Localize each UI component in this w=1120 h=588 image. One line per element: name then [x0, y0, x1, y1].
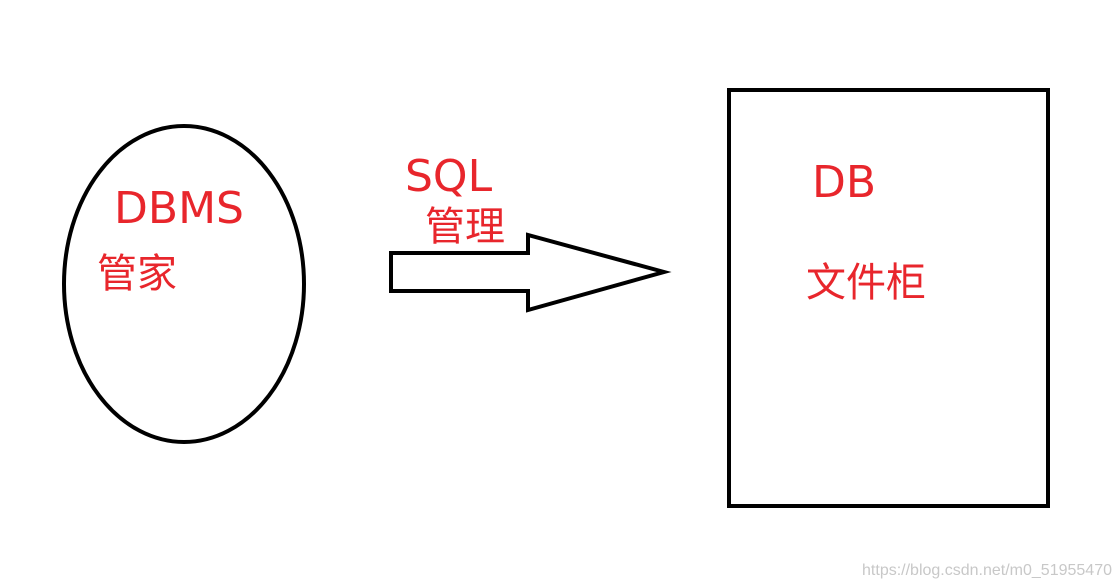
watermark: https://blog.csdn.net/m0_51955470	[862, 562, 1112, 579]
sql-arrow	[389, 232, 672, 313]
arrow-label-sql: SQL	[405, 151, 493, 202]
db-title: DB	[812, 157, 877, 208]
db-subtitle: 文件柜	[806, 260, 926, 306]
dbms-title: DBMS	[114, 183, 244, 234]
dbms-subtitle: 管家	[97, 251, 177, 297]
arrow-label-manage: 管理	[425, 204, 505, 250]
dbms-ellipse	[62, 124, 306, 444]
db-rectangle	[727, 88, 1050, 508]
